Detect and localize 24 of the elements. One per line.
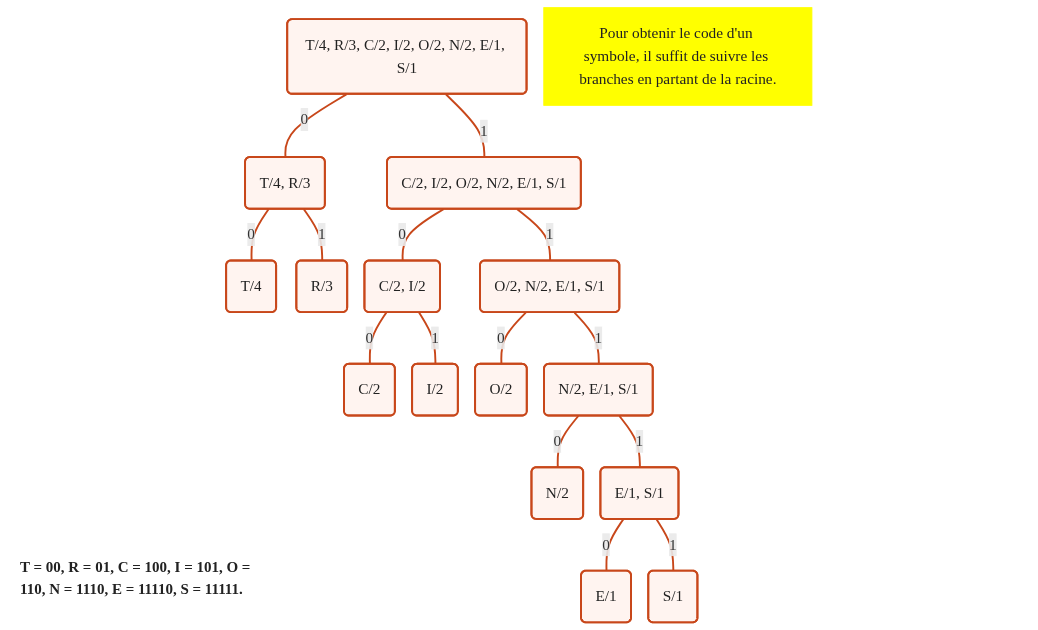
edge-label: 0	[553, 432, 562, 450]
connector	[302, 208, 324, 262]
edge-label: 1	[594, 329, 603, 346]
edge-label: 0	[365, 329, 374, 346]
connector	[284, 93, 348, 159]
note-text: T = 00, R = 01, C = 100, I = 101, O = 110, N = 1110, E = 11110, S = 11111.	[20, 558, 252, 599]
connector	[618, 415, 641, 469]
edge-label: 0	[398, 225, 407, 243]
edge-label: 1	[635, 432, 644, 450]
connector	[516, 208, 552, 262]
edge-label: 0	[497, 329, 505, 346]
connector	[250, 208, 270, 262]
edge-label: 1	[431, 329, 439, 346]
connector	[444, 93, 486, 159]
connector	[401, 208, 445, 262]
edge-label: 0	[247, 225, 255, 243]
edge-label: 1	[317, 225, 326, 243]
edge-label: 1	[480, 122, 488, 139]
edge-label: 0	[602, 536, 610, 553]
edge-label: 0	[300, 110, 309, 128]
connector	[556, 415, 580, 469]
node-box: Pour obtenir le code d'un symbole, il suffit de suivre les branches en partant de la racine.	[543, 7, 813, 106]
edge-label: 1	[669, 536, 677, 553]
edge-label: 1	[545, 225, 554, 243]
